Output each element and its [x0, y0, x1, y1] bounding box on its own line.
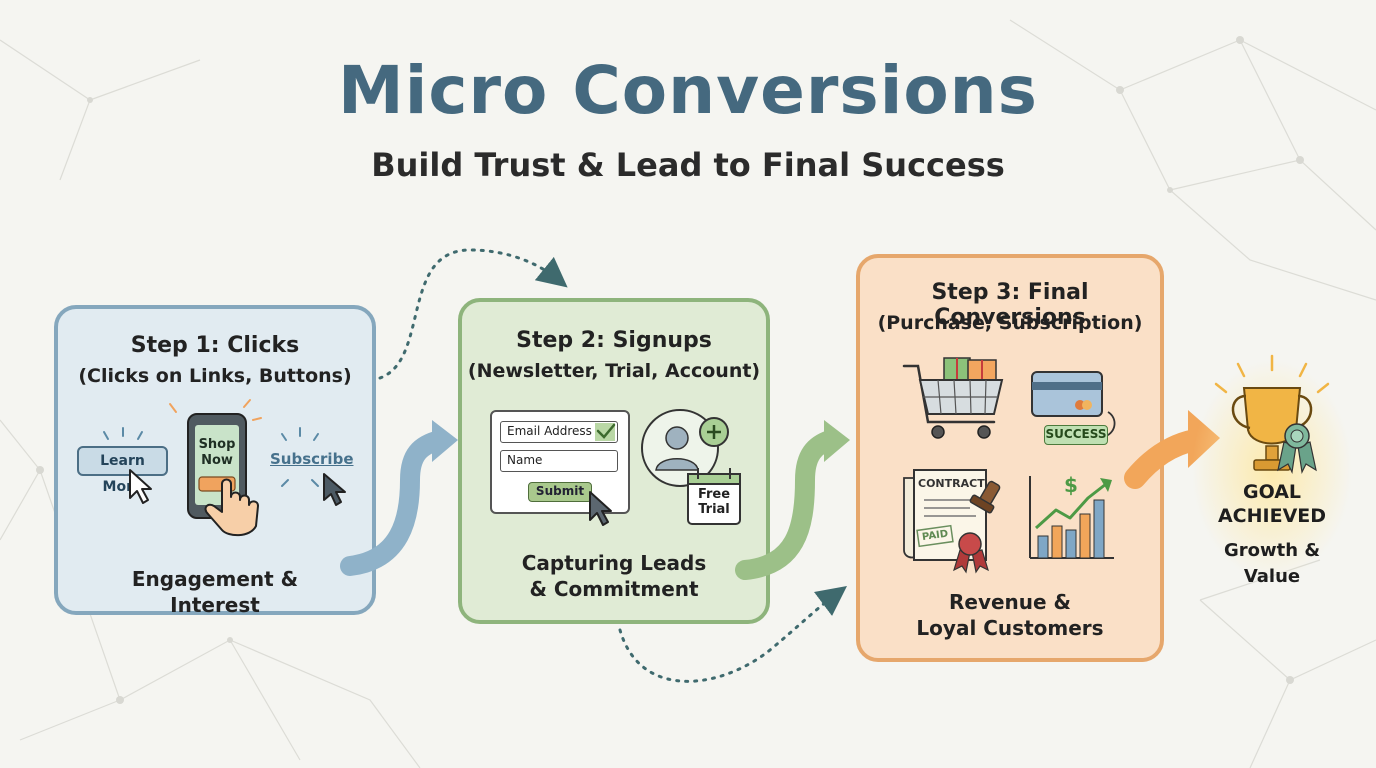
dotted-arrow-top [378, 248, 568, 380]
trophy-icon [1231, 387, 1313, 471]
page-subtitle: Build Trust & Lead to Final Success [371, 146, 1005, 184]
calendar-icon [687, 468, 741, 525]
step1-title: Step 1: Clicks [130, 333, 300, 358]
step3-subtitle: (Purchase, Subscription) [877, 312, 1143, 334]
cursor-icon [129, 469, 152, 504]
stamp-icon [969, 480, 1001, 514]
name-field[interactable]: Name [500, 450, 618, 472]
blue-curved-arrow [340, 420, 458, 576]
email-field[interactable]: Email Address [500, 421, 618, 443]
success-tag: SUCCESS [1044, 425, 1108, 445]
step2-title: Step 2: Signups [516, 328, 712, 353]
growth-value-text: Growth & Value [1223, 540, 1321, 587]
shop-now-text[interactable]: Shop Now [198, 437, 236, 468]
contract-label: CONTRACT [918, 477, 985, 490]
step1-subtitle: (Clicks on Links, Buttons) [78, 365, 352, 387]
step3-footer: Revenue & Loyal Customers [916, 590, 1104, 640]
submit-button[interactable]: Submit [528, 482, 592, 502]
check-icon [596, 423, 616, 439]
seal-icon [953, 532, 989, 574]
ribbon-icon [1277, 423, 1317, 474]
cursor-icon-3 [589, 491, 612, 526]
plus-icon [699, 417, 729, 447]
page-title: Micro Conversions [338, 52, 1038, 129]
cursor-icon-2 [323, 473, 346, 506]
free-trial-text: Free Trial [697, 487, 731, 517]
step1-footer: Engagement & Interest [131, 567, 299, 617]
subscribe-link[interactable]: Subscribe [270, 450, 354, 468]
shopping-cart-icon [902, 357, 1004, 439]
dotted-arrow-bottom [618, 585, 847, 683]
growth-chart-icon: $ [1029, 473, 1114, 559]
credit-card-icon [1031, 371, 1103, 417]
step3-title: Step 3: Final Conversions [931, 280, 1089, 330]
hand-icon [204, 478, 259, 537]
user-avatar-icon [641, 409, 719, 487]
green-curved-arrow [735, 420, 850, 580]
step2-footer: Capturing Leads & Commitment [521, 551, 707, 601]
step2-subtitle: (Newsletter, Trial, Account) [467, 360, 761, 382]
svg-text:$: $ [1064, 473, 1078, 497]
goal-achieved-text: GOAL ACHIEVED [1217, 481, 1327, 527]
